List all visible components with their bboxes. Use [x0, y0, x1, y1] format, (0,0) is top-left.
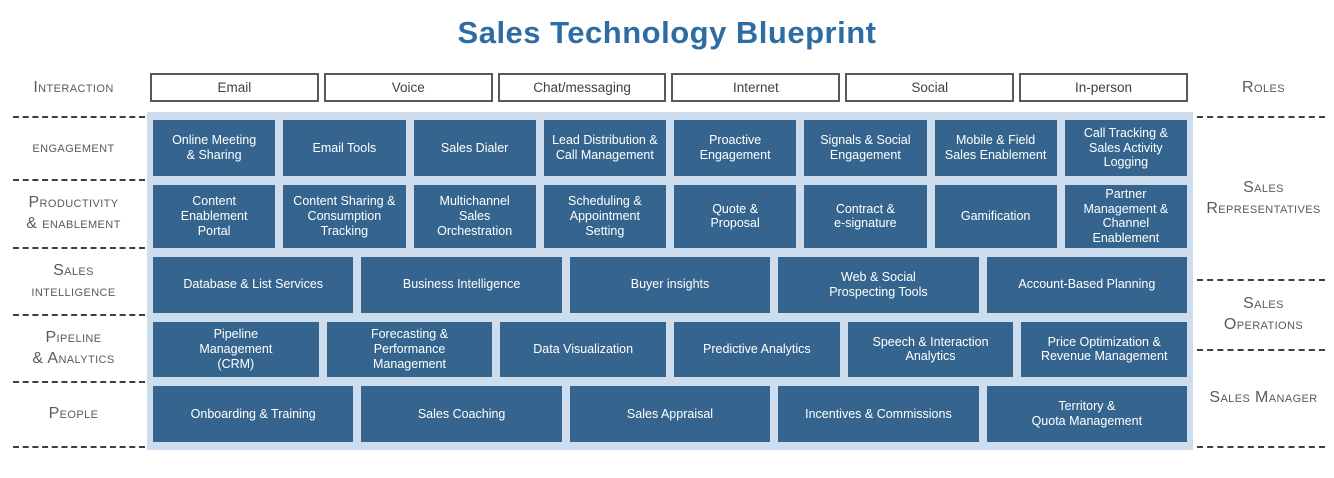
- channel-box: Social: [845, 73, 1015, 102]
- role-label-sales-operations: Sales Operations: [1223, 295, 1304, 333]
- tech-box: Lead Distribution & Call Management: [543, 120, 666, 176]
- tech-box: Scheduling & Appointment Setting: [543, 184, 666, 248]
- tech-box: Territory & Quota Management: [986, 386, 1188, 442]
- tech-box: Business Intelligence: [361, 256, 562, 313]
- tech-box: Predictive Analytics: [674, 321, 840, 378]
- tech-box: Onboarding & Training: [153, 386, 354, 442]
- dashed-separator: [13, 247, 145, 249]
- page-title: Sales Technology Blueprint: [457, 15, 877, 50]
- tech-box: Content Enablement Portal: [153, 184, 276, 248]
- tech-box: Buyer insights: [569, 256, 771, 313]
- dashed-separator: [13, 116, 145, 118]
- tech-box: Incentives & Commissions: [778, 386, 979, 442]
- row-label-productivity-enablement: Productivity & enablement: [26, 194, 121, 232]
- tech-box: Online Meeting & Sharing: [153, 120, 276, 176]
- tech-box: Email Tools: [283, 120, 406, 176]
- row-pipeline-analytics: Pipeline Management (CRM)Forecasting & P…: [153, 321, 1188, 378]
- row-label-interaction: Interaction: [33, 78, 114, 96]
- tech-box: Sales Coaching: [361, 386, 562, 442]
- tech-box: Data Visualization: [500, 321, 667, 378]
- tech-box: Speech & Interaction Analytics: [847, 321, 1014, 378]
- dashed-separator: [13, 446, 145, 448]
- tech-box: Gamification: [934, 184, 1057, 248]
- row-label-people: People: [48, 405, 99, 423]
- channel-box: In-person: [1019, 73, 1188, 102]
- channel-box: Internet: [671, 73, 841, 102]
- dashed-separator: [13, 381, 145, 383]
- tech-box: Partner Management & Channel Enablement: [1064, 184, 1187, 248]
- tech-box: Pipeline Management (CRM): [153, 321, 319, 378]
- tech-box: Call Tracking & Sales Activity Logging: [1064, 120, 1187, 176]
- role-label-roles: Roles: [1242, 78, 1285, 96]
- tech-box: Mobile & Field Sales Enablement: [934, 120, 1057, 176]
- tech-box: Proactive Engagement: [674, 120, 797, 176]
- channel-box: Email: [150, 73, 319, 102]
- tech-box: Content Sharing & Consumption Tracking: [283, 184, 406, 248]
- role-label-sales-manager: Sales Manager: [1209, 389, 1318, 407]
- tech-box: Price Optimization & Revenue Management: [1021, 321, 1188, 378]
- dashed-separator: [13, 179, 145, 181]
- tech-box: Contract & e-signature: [804, 184, 927, 248]
- tech-box: Multichannel Sales Orchestration: [413, 184, 536, 248]
- row-label-pipeline-analytics: Pipeline & Analytics: [32, 328, 115, 367]
- tech-box: Account-Based Planning: [986, 256, 1188, 313]
- tech-box: Signals & Social Engagement: [804, 120, 927, 176]
- row-label-engagement: engagement: [32, 139, 115, 157]
- tech-box: Sales Appraisal: [569, 386, 771, 442]
- dashed-separator: [1197, 349, 1325, 351]
- role-label-sales-representatives: Sales Representatives: [1206, 178, 1321, 217]
- tech-box: Web & Social Prospecting Tools: [778, 256, 979, 313]
- dashed-separator: [1197, 116, 1325, 118]
- dashed-separator: [1197, 446, 1325, 448]
- channel-box: Chat/messaging: [497, 73, 667, 102]
- tech-box: Quote & Proposal: [674, 184, 797, 248]
- tech-box: Forecasting & Performance Management: [326, 321, 493, 378]
- dashed-separator: [1197, 279, 1325, 281]
- channel-box: Voice: [323, 73, 493, 102]
- tech-box: Database & List Services: [153, 256, 354, 313]
- row-label-sales-intelligence: Sales intelligence: [31, 261, 116, 300]
- tech-box: Sales Dialer: [413, 120, 536, 176]
- dashed-separator: [13, 314, 145, 316]
